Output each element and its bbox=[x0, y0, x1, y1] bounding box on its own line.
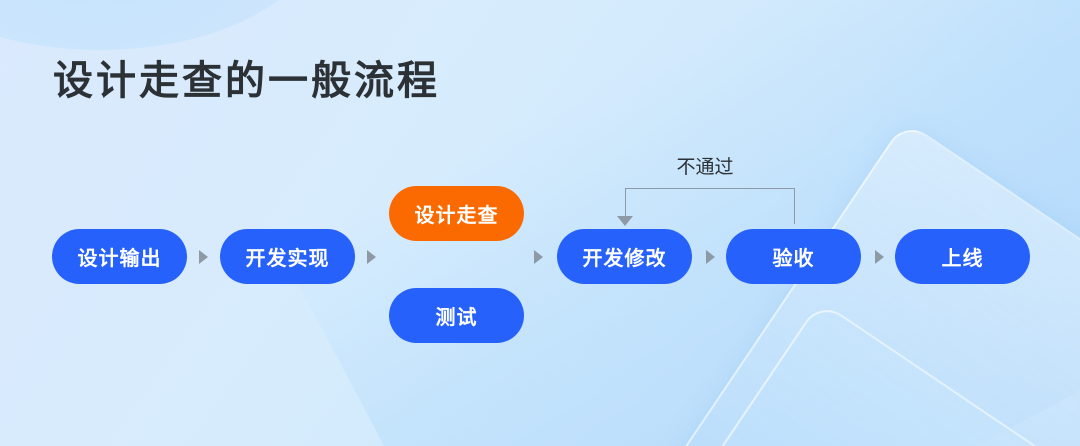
arrow-right-icon bbox=[367, 250, 376, 264]
arrow-right-icon bbox=[875, 250, 884, 264]
arrow-right-icon bbox=[706, 250, 715, 264]
node-dev-implement[interactable]: 开发实现 bbox=[220, 229, 355, 284]
node-launch[interactable]: 上线 bbox=[895, 229, 1030, 284]
node-testing[interactable]: 测试 bbox=[389, 288, 524, 343]
node-acceptance[interactable]: 验收 bbox=[726, 229, 861, 284]
arrow-down-icon bbox=[617, 216, 633, 226]
reject-loop-label: 不通过 bbox=[676, 156, 734, 178]
reject-loop-connector bbox=[625, 188, 795, 224]
background-circle-decoration bbox=[0, 0, 320, 50]
arrow-right-icon bbox=[199, 250, 208, 264]
node-dev-fix[interactable]: 开发修改 bbox=[557, 229, 692, 284]
page-title: 设计走查的一般流程 bbox=[53, 58, 440, 104]
node-design-output[interactable]: 设计输出 bbox=[52, 229, 187, 284]
node-design-review[interactable]: 设计走查 bbox=[389, 186, 524, 241]
arrow-right-icon bbox=[534, 250, 543, 264]
